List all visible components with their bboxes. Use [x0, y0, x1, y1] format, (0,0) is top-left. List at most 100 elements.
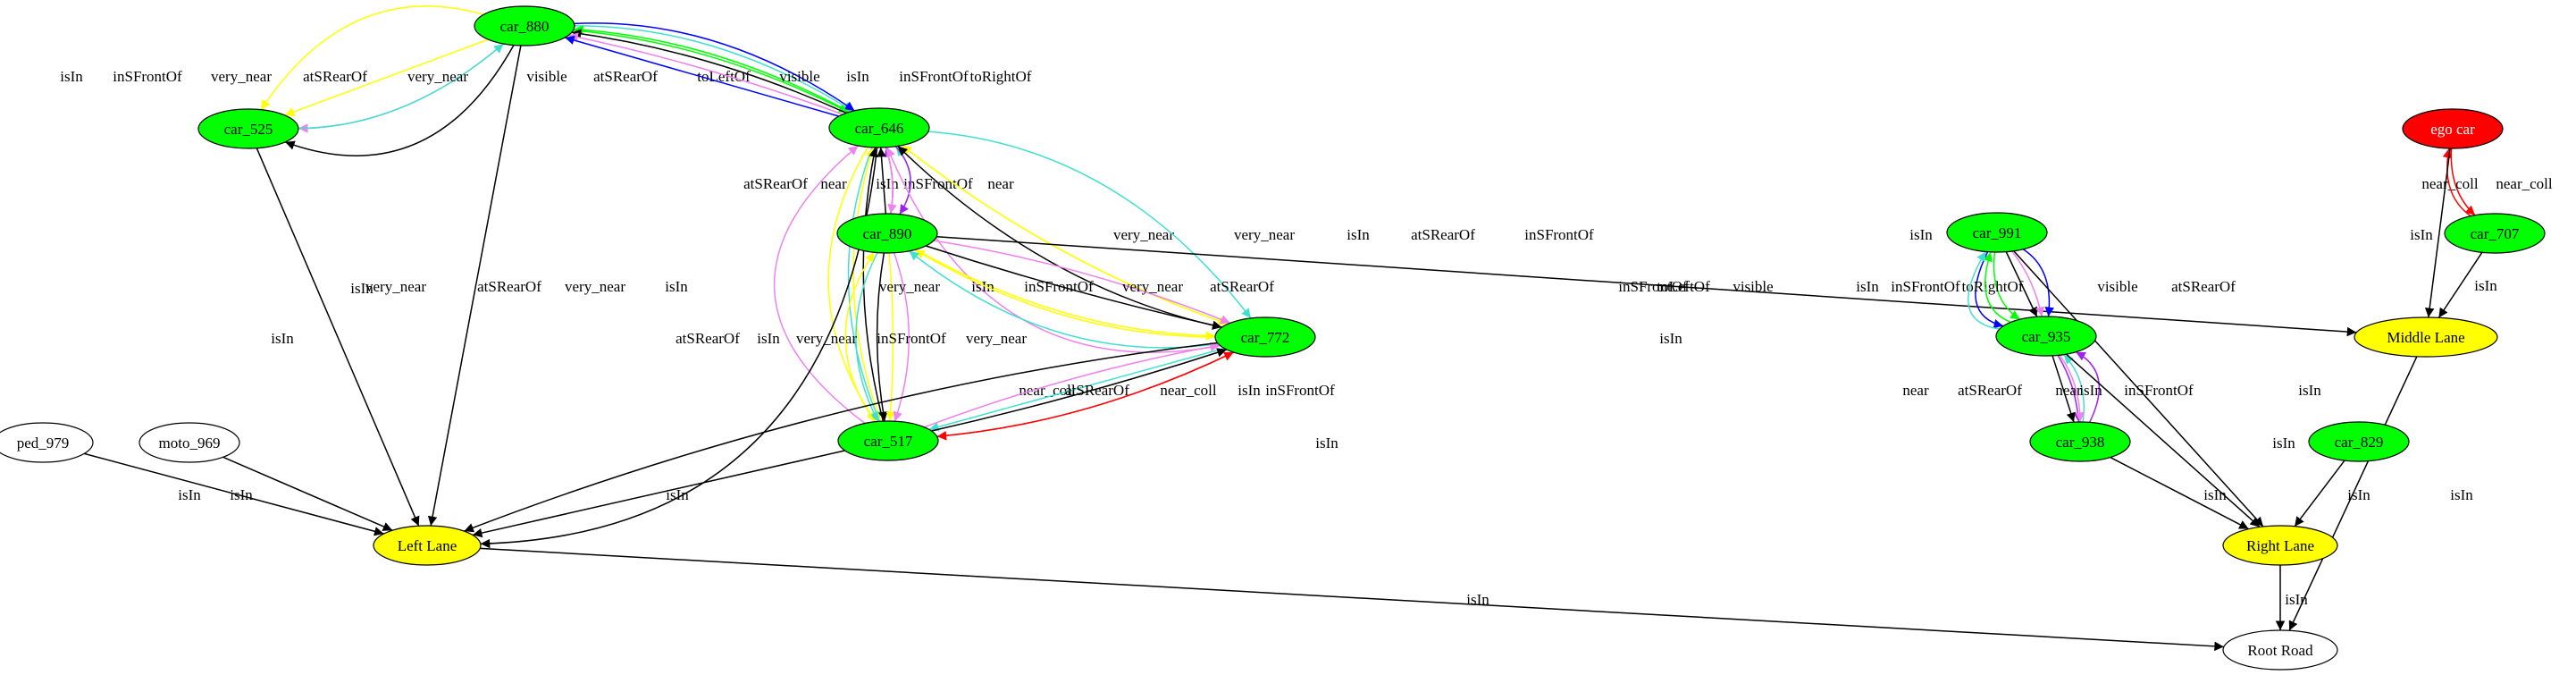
edge-label: near	[820, 175, 847, 192]
edge-label: isIn	[1347, 226, 1370, 243]
edge-label: atSRearOf	[1958, 382, 2022, 399]
edge-label: isIn	[1856, 278, 1879, 295]
edge-label: atSRearOf	[477, 278, 541, 295]
edge-car_517-car_772	[924, 342, 1221, 428]
edge-label: isIn	[1909, 226, 1933, 243]
edge-label: near_coll	[1160, 382, 1217, 399]
edge-label: atSRearOf	[1411, 226, 1475, 243]
edge-car_772-car_646	[897, 145, 1222, 328]
edge-label: inSFrontOf	[1891, 278, 1960, 295]
node-shape	[2444, 213, 2546, 254]
edge-middle_lane-root_road	[2288, 356, 2418, 631]
edge-label: atSRearOf	[675, 330, 740, 347]
edge-car_772-car_517	[928, 347, 1225, 432]
edge-label: inSFrontOf	[899, 68, 969, 85]
edge-car_646-car_772	[901, 145, 1229, 325]
edge-label: inSFrontOf	[1618, 278, 1688, 295]
node-shape	[2402, 108, 2504, 149]
node-car-880: car_880	[474, 5, 575, 46]
edge-car_991-car_935	[2005, 251, 2038, 317]
edge-label: isIn	[271, 330, 294, 347]
edge-label: atSRearOf	[303, 68, 367, 85]
edge-car_991-car_935	[1993, 251, 2021, 320]
node-car-525: car_525	[197, 108, 299, 149]
edge-label: near_coll	[1019, 382, 1076, 399]
edge-label: isIn	[665, 278, 688, 295]
edge-car_646-car_880	[571, 29, 847, 114]
edge-label: atSRearOf	[2171, 278, 2236, 295]
edge-label: isIn	[178, 486, 201, 503]
edge-label: isIn	[2474, 277, 2497, 294]
edge-car_890-car_517	[855, 252, 879, 422]
node-ego-car: ego car	[2402, 108, 2504, 149]
edge-label: isIn	[2298, 382, 2321, 399]
edge-label: near	[987, 175, 1014, 192]
edge-label: atSRearOf	[1210, 278, 1274, 295]
node-label: moto_969	[159, 435, 221, 451]
edge-label: isIn	[2285, 591, 2308, 608]
node-label: car_890	[863, 225, 912, 242]
node-label: car_938	[2056, 434, 2105, 451]
edge-car_991-right_lane	[2013, 250, 2264, 527]
edge-car_517-car_646	[852, 147, 882, 422]
edge-label: toLeftOf	[1657, 278, 1710, 295]
node-shape	[1946, 212, 2048, 253]
edge-car_707-ego_car	[2442, 148, 2471, 217]
node-label: ego car	[2430, 121, 2475, 138]
edge-label: isIn	[350, 280, 373, 297]
node-label: car_829	[2335, 434, 2384, 451]
node-label: Left Lane	[398, 537, 457, 554]
edge-label: very_near	[1234, 226, 1295, 243]
node-car-938: car_938	[2029, 421, 2131, 462]
edge-label: isIn	[2450, 486, 2473, 503]
edge-car_646-car_880	[568, 32, 843, 115]
edge-car_525-car_880	[298, 43, 505, 130]
edge-car_890-car_646	[877, 147, 887, 215]
node-label: car_707	[2471, 225, 2520, 242]
node-shape	[2029, 421, 2131, 462]
node-root-road: Root Road	[2222, 629, 2338, 671]
edge-label: isIn	[2079, 382, 2102, 399]
edge-car_772-car_646	[901, 145, 1229, 325]
node-car-517: car_517	[837, 420, 939, 461]
edge-label: very_near	[1122, 278, 1183, 295]
edge-car_938-right_lane	[2110, 456, 2249, 530]
edge-label: isIn	[757, 330, 780, 347]
node-label: car_935	[2022, 328, 2071, 345]
edge-label: inSFrontOf	[1024, 278, 1094, 295]
edge-car_517-car_772	[931, 348, 1228, 432]
edge-label: isIn	[971, 278, 994, 295]
edge-label: isIn	[876, 175, 899, 192]
edge-label: very_near	[407, 68, 468, 85]
edge-car_991-car_935	[2022, 249, 2054, 317]
node-label: car_880	[500, 18, 550, 35]
edge-car_890-middle_lane	[936, 235, 2357, 337]
edge-label: very_near	[1113, 226, 1174, 243]
edge-car_890-car_517	[876, 252, 888, 422]
node-shape	[373, 525, 482, 566]
node-shape	[1995, 316, 2097, 357]
edge-label: very_near	[966, 330, 1027, 347]
node-shape	[474, 5, 575, 46]
edge-car_890-car_772	[925, 245, 1222, 330]
edge-label: isIn	[666, 486, 689, 503]
node-car-829: car_829	[2308, 421, 2410, 462]
node-moto-969: moto_969	[138, 422, 240, 463]
edge-car_991-car_935	[1975, 251, 2004, 329]
edge-label: isIn	[2272, 435, 2295, 451]
node-car-707: car_707	[2444, 213, 2546, 254]
edge-label: inSFrontOf	[1265, 382, 1335, 399]
edge-car_829-right_lane	[2294, 460, 2345, 527]
edge-label: isIn	[1238, 382, 1261, 399]
edge-car_935-car_991	[1968, 251, 2000, 330]
edge-car_517-car_772	[936, 351, 1234, 437]
node-shape	[138, 422, 240, 463]
edge-label: inSFrontOf	[1524, 226, 1594, 243]
node-label: car_772	[1241, 329, 1290, 346]
edge-car_880-car_646	[573, 30, 850, 114]
edge-car_517-car_646	[773, 145, 866, 425]
node-shape	[836, 213, 938, 254]
edge-car_772-left_lane	[464, 342, 1218, 533]
node-middle-lane: Middle Lane	[2354, 316, 2498, 358]
